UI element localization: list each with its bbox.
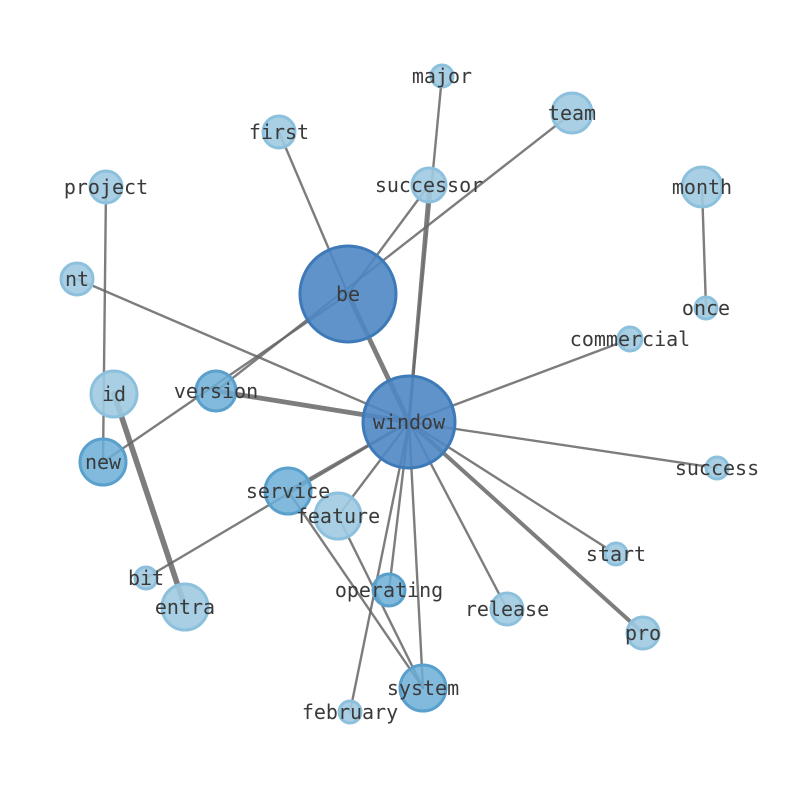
edge-window-february [348, 420, 411, 714]
node-successor [410, 166, 448, 204]
edge-nt-window [75, 277, 411, 424]
node-label-window: window [373, 410, 446, 434]
node-start [603, 541, 629, 567]
node-success [704, 455, 730, 481]
node-label-operating: operating [335, 578, 443, 602]
node-new [78, 437, 128, 487]
node-label-version: version [174, 379, 258, 403]
node-window [361, 374, 457, 470]
node-pro [625, 615, 661, 651]
node-project [88, 169, 124, 205]
edge-service-system [286, 489, 425, 690]
node-once [693, 295, 719, 321]
node-version [194, 369, 238, 413]
node-month [680, 165, 724, 209]
node-label-service: service [246, 479, 330, 503]
node-feature [313, 491, 363, 541]
node-label-pro: pro [625, 621, 661, 645]
node-be [298, 244, 398, 344]
node-label-feature: feature [296, 504, 380, 528]
edge-major-window [407, 74, 444, 424]
node-label-new: new [85, 450, 122, 474]
node-label-first: first [249, 120, 309, 144]
node-label-once: once [682, 296, 730, 320]
node-february [337, 699, 363, 725]
node-commercial [616, 325, 644, 353]
node-label-bit: bit [128, 566, 164, 590]
node-label-release: release [465, 597, 549, 621]
node-release [489, 591, 525, 627]
edge-project-new [101, 185, 108, 464]
node-label-id: id [102, 382, 126, 406]
node-nt [59, 261, 95, 297]
node-label-entra: entra [155, 595, 215, 619]
edge-window-success [407, 420, 719, 470]
node-label-start: start [586, 542, 646, 566]
node-team [550, 91, 594, 135]
node-label-team: team [548, 101, 596, 125]
node-major [429, 63, 455, 89]
labels-layer: window be major team first successor project mo… [64, 64, 759, 724]
node-label-be: be [336, 282, 360, 306]
edge-id-entra [111, 391, 188, 610]
node-label-major: major [412, 64, 472, 88]
node-label-nt: nt [65, 267, 89, 291]
node-label-february: february [302, 700, 398, 724]
node-label-system: system [387, 676, 459, 700]
node-operating [371, 572, 407, 608]
node-first [261, 114, 297, 150]
node-label-commercial: commercial [570, 327, 690, 351]
node-label-month: month [672, 175, 732, 199]
node-service [263, 466, 313, 516]
node-label-project: project [64, 175, 148, 199]
node-system [398, 663, 448, 713]
edge-window-pro [407, 420, 645, 635]
nodes-layer [59, 63, 730, 725]
node-id [89, 369, 139, 419]
node-entra [160, 582, 210, 632]
node-label-successor: successor [375, 173, 483, 197]
node-label-success: success [675, 456, 759, 480]
node-bit [133, 565, 159, 591]
